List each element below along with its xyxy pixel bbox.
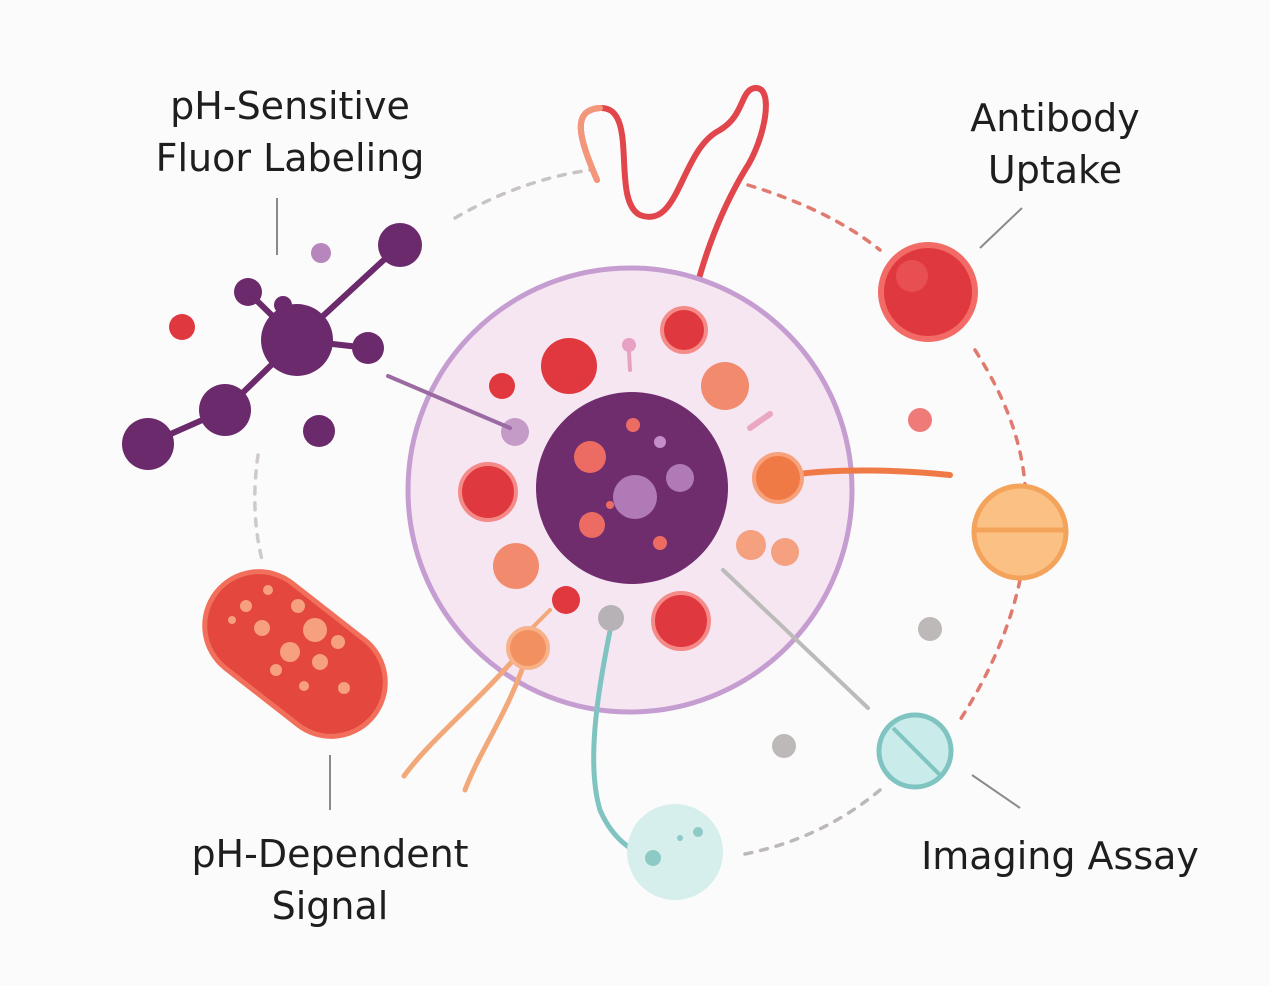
orange-receptor	[752, 452, 804, 504]
label-fluor-line1: pH-Sensitive	[170, 84, 410, 128]
leader-antibody	[979, 207, 1023, 249]
label-fluor-line2: Fluor Labeling	[155, 136, 425, 180]
label-imaging-line1: Imaging Assay	[921, 834, 1199, 878]
label-fluor-labeling: pH-Sensitive Fluor Labeling	[140, 80, 440, 184]
antibody-receptor	[660, 306, 708, 354]
leader-imaging	[971, 774, 1021, 809]
label-antibody-uptake: Antibody Uptake	[930, 92, 1180, 196]
imaging-bubble	[627, 804, 723, 900]
label-antibody-line2: Uptake	[987, 148, 1123, 192]
organelles	[458, 338, 799, 651]
label-signal-line2: Signal	[271, 884, 389, 928]
signal-capsule	[202, 569, 388, 739]
fluor-molecule	[122, 223, 422, 470]
label-signal-line1: pH-Dependent	[191, 832, 469, 876]
label-antibody-line1: Antibody	[970, 96, 1140, 140]
dashed-orbit	[253, 168, 1027, 857]
antibody-sphere	[878, 242, 978, 342]
label-imaging-assay: Imaging Assay	[905, 830, 1215, 882]
signal-vesicle	[506, 626, 550, 670]
label-ph-dependent-signal: pH-Dependent Signal	[160, 828, 500, 932]
